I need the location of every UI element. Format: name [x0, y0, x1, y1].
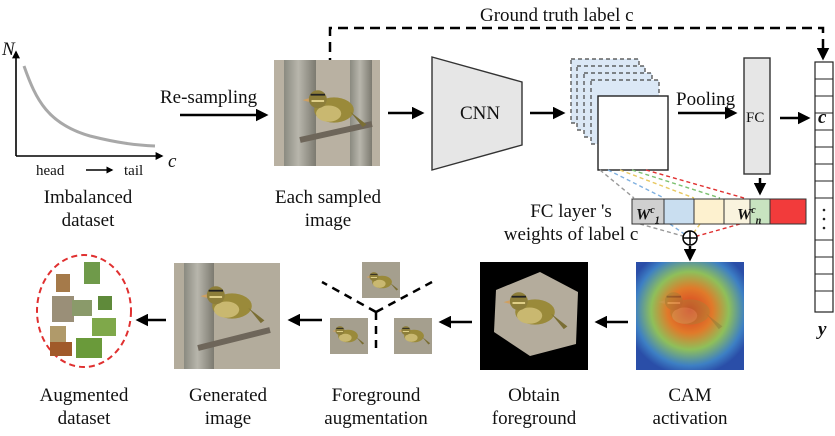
- weight-cell: [693, 198, 725, 225]
- sampled-image: [274, 60, 380, 166]
- feature-maps: [570, 58, 669, 171]
- cam-activation-image: [636, 262, 744, 370]
- output-class-label: c: [818, 107, 827, 128]
- long-tail-curve: [22, 65, 156, 148]
- generated-image: [174, 263, 280, 369]
- weight-first-label: Wc1: [636, 205, 660, 227]
- foreground-image: [480, 262, 588, 370]
- aug-thumbnail-left: [330, 318, 368, 354]
- resampling-label: Re-sampling: [160, 87, 258, 108]
- tail-label: tail: [124, 163, 144, 179]
- output-vector-label: y: [818, 319, 827, 340]
- head-label: head: [36, 163, 65, 179]
- weight-last-label: Wcn: [737, 205, 762, 227]
- weight-vector: [631, 198, 807, 225]
- ground-truth-label: Ground truth label c: [480, 5, 634, 26]
- fc-block: [743, 57, 771, 175]
- cnn-label: CNN: [460, 103, 501, 124]
- sum-symbol: [682, 230, 698, 246]
- y-axis-label: N: [2, 39, 15, 60]
- aug-thumbnail-right: [394, 318, 432, 354]
- foreground-augmentation: [321, 262, 433, 354]
- augmented-dataset: [36, 254, 132, 368]
- weight-cell: [723, 198, 751, 225]
- ground-truth-dashed-line: [328, 26, 830, 68]
- weight-cell: [769, 198, 807, 225]
- weight-projection-lines: [599, 169, 745, 239]
- x-axis-label: c: [168, 151, 177, 172]
- weight-cell: [631, 198, 665, 225]
- aug-thumbnail-top: [362, 262, 400, 298]
- output-vector: [814, 61, 834, 313]
- imbalanced-plot: [12, 50, 164, 174]
- weight-cell: [663, 198, 695, 225]
- cnn-block: [431, 56, 523, 171]
- fc-label: FC: [746, 110, 765, 126]
- pooling-label: Pooling: [676, 89, 736, 110]
